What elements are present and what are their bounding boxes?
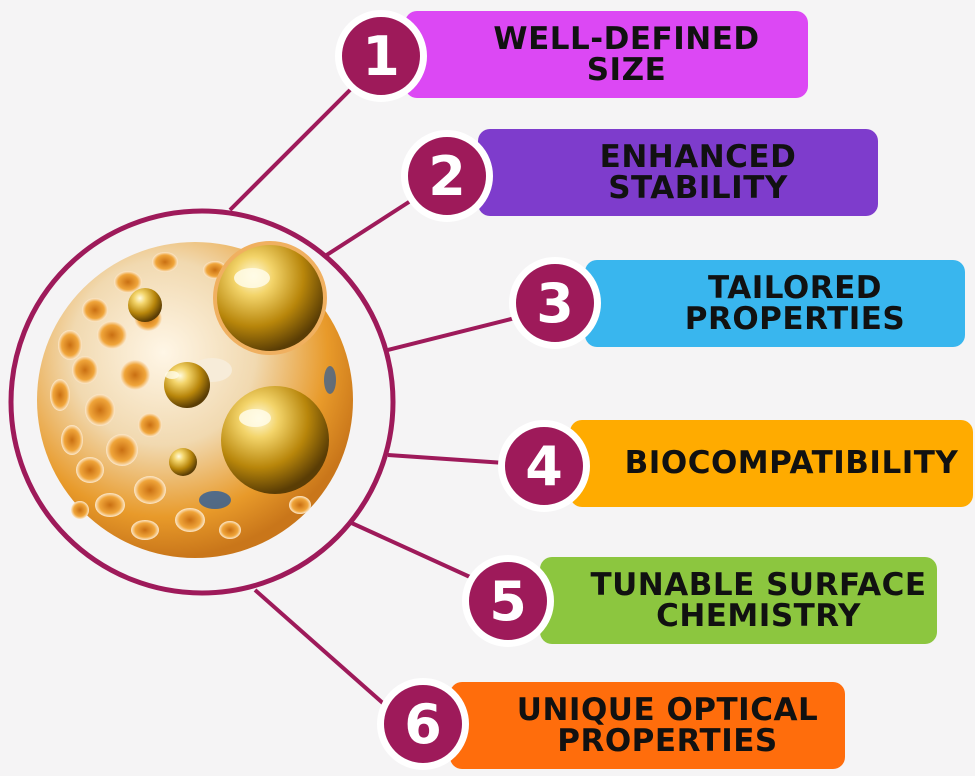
gold-sphere-middle: [164, 362, 210, 408]
gold-sphere-large-bottom: [221, 386, 329, 494]
connector-line-5: [344, 518, 471, 579]
number-badge-6: 6: [377, 678, 469, 770]
label-pill-3: TAILORED PROPERTIES: [585, 260, 965, 347]
connector-line-6: [253, 588, 387, 707]
label-pill-3-line-1: TAILORED: [707, 269, 883, 306]
number-badge-5: 5: [462, 555, 554, 647]
label-pill-6-line-1: UNIQUE OPTICAL: [516, 691, 819, 728]
connector-line-2: [320, 198, 414, 260]
gold-sphere-small-bottom: [169, 448, 197, 476]
label-pill-2-line-1: ENHANCED: [599, 138, 797, 175]
connector-line-1: [228, 83, 357, 212]
number-badge-3: 3: [509, 257, 601, 349]
label-pill-5: TUNABLE SURFACE CHEMISTRY: [540, 557, 937, 644]
label-pill-2-line-2: STABILITY: [608, 169, 788, 206]
label-pill-2: ENHANCED STABILITY: [478, 129, 878, 216]
label-pill-1-line-1: WELL-DEFINED: [493, 20, 760, 57]
gold-sphere-small-top: [128, 288, 162, 322]
label-pill-4: BIOCOMPATIBILITY: [570, 420, 973, 507]
gold-sphere-large-top: [213, 241, 327, 355]
label-pill-4-line-1: BIOCOMPATIBILITY: [624, 445, 959, 481]
label-pill-6-line-2: PROPERTIES: [557, 722, 778, 759]
number-badge-4: 4: [498, 420, 590, 512]
number-badge-2: 2: [401, 130, 493, 222]
connector-line-group: [228, 83, 516, 707]
label-pill-3-line-2: PROPERTIES: [684, 300, 906, 337]
label-pill-1: WELL-DEFINED SIZE: [405, 11, 808, 98]
label-pill-5-line-2: CHEMISTRY: [656, 597, 861, 634]
number-badge-1: 1: [335, 10, 427, 102]
connector-line-3: [379, 316, 516, 354]
label-pill-6: UNIQUE OPTICAL PROPERTIES: [450, 682, 845, 769]
nanoparticle-illustration: [37, 241, 353, 558]
label-pill-5-line-1: TUNABLE SURFACE: [590, 566, 927, 603]
label-pill-1-line-2: SIZE: [586, 51, 667, 88]
connector-line-4: [387, 453, 506, 465]
